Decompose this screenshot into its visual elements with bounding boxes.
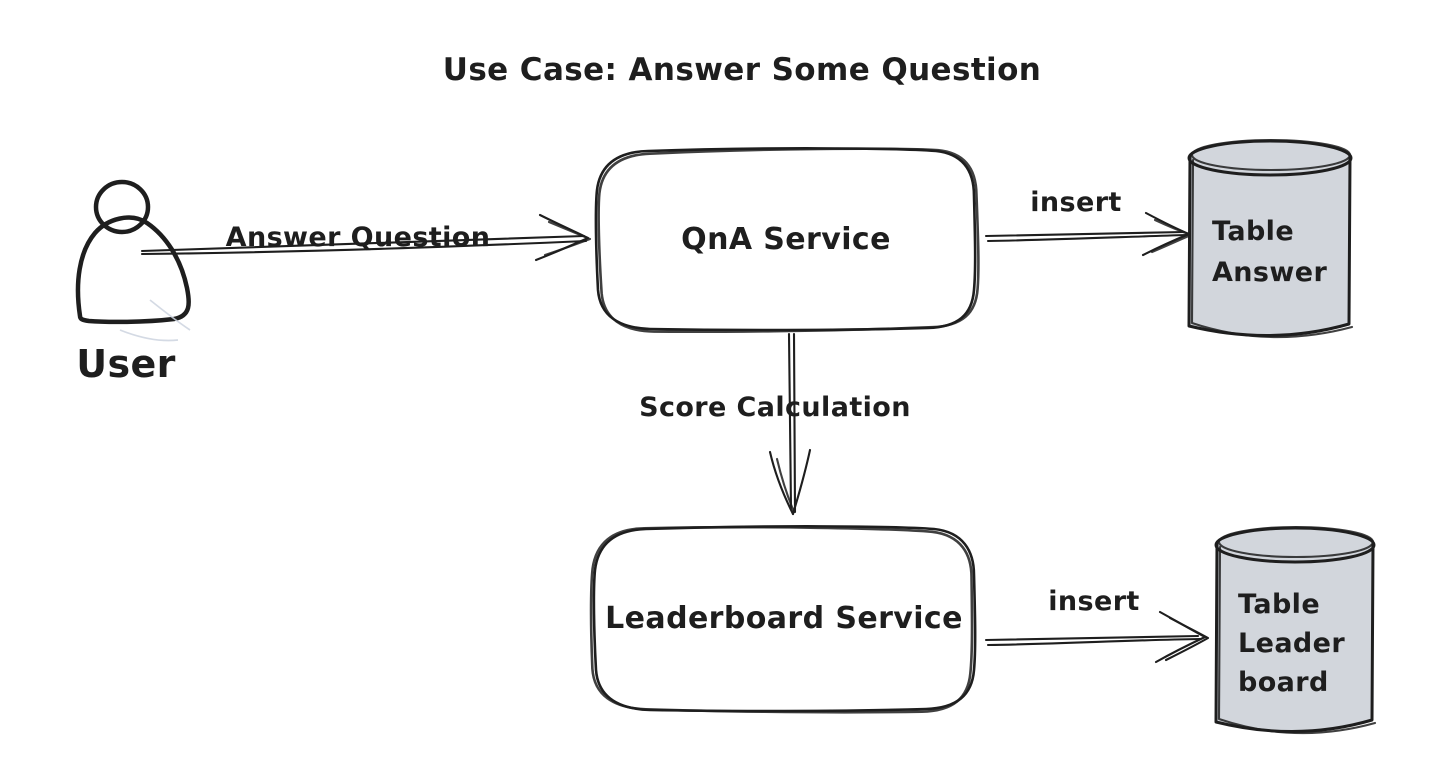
edge-insert-leaderboard: insert [984, 586, 1210, 664]
arrow-head-icon [768, 450, 795, 516]
actor-label: User [76, 342, 176, 386]
node-leaderboard-service: Leaderboard Service [589, 525, 977, 714]
arrow-line-sketch [986, 637, 1202, 647]
arrow-line [140, 234, 586, 253]
node-label-table-leaderboard-line3: board [1238, 667, 1329, 698]
node-label-table-answer-line1: Table [1212, 216, 1294, 247]
arrow-line-sketch [792, 332, 797, 514]
node-box-sketch [589, 525, 974, 714]
edge-label-answer-question: Answer Question [226, 222, 491, 253]
node-box [592, 525, 977, 713]
diagram-title: Use Case: Answer Some Question [443, 52, 1042, 88]
arrow-line [787, 332, 793, 510]
node-label-table-answer-line2: Answer [1212, 257, 1327, 288]
cylinder-top-sketch [1190, 138, 1352, 172]
cylinder-side-sketch [1190, 158, 1354, 339]
arrow-line-sketch [986, 233, 1188, 243]
node-table-leaderboard: Table Leader board [1214, 525, 1377, 735]
node-box-sketch [597, 147, 980, 333]
node-label-table-leaderboard-line1: Table [1238, 589, 1320, 620]
node-table-answer: Table Answer [1187, 138, 1354, 339]
node-label-leaderboard-service: Leaderboard Service [605, 601, 963, 636]
node-label-qna-service: QnA Service [681, 222, 891, 257]
arrow-line-sketch [140, 239, 588, 256]
cylinder-side [1187, 154, 1352, 338]
arrow-line [984, 230, 1186, 238]
edge-answer-question: Answer Question [140, 213, 592, 262]
arrow-head-icon [1141, 211, 1191, 257]
actor-head [93, 179, 151, 235]
actor-hatch-overflow [119, 299, 191, 342]
cylinder-fill [1189, 141, 1350, 336]
cylinder-side [1214, 541, 1375, 734]
actor-body [75, 215, 191, 325]
cylinder-side-sketch [1217, 545, 1377, 735]
actor-user: User [75, 179, 191, 386]
arrow-head-sketch [775, 457, 796, 514]
edge-label-score-calculation: Score Calculation [639, 392, 911, 423]
edge-label-insert-answer: insert [1030, 187, 1121, 218]
arrow-head-sketch [543, 220, 592, 257]
arrow-head-sketch [1164, 616, 1210, 662]
node-label-table-leaderboard-line2: Leader [1238, 628, 1345, 659]
node-qna-service: QnA Service [594, 147, 980, 333]
edge-insert-answer: insert [984, 187, 1193, 257]
cylinder-top-sketch [1217, 525, 1375, 559]
edge-label-insert-leaderboard: insert [1048, 586, 1139, 617]
arrow-line [984, 634, 1200, 642]
cylinder-fill [1216, 528, 1373, 732]
edge-score-calculation: Score Calculation [639, 332, 911, 516]
